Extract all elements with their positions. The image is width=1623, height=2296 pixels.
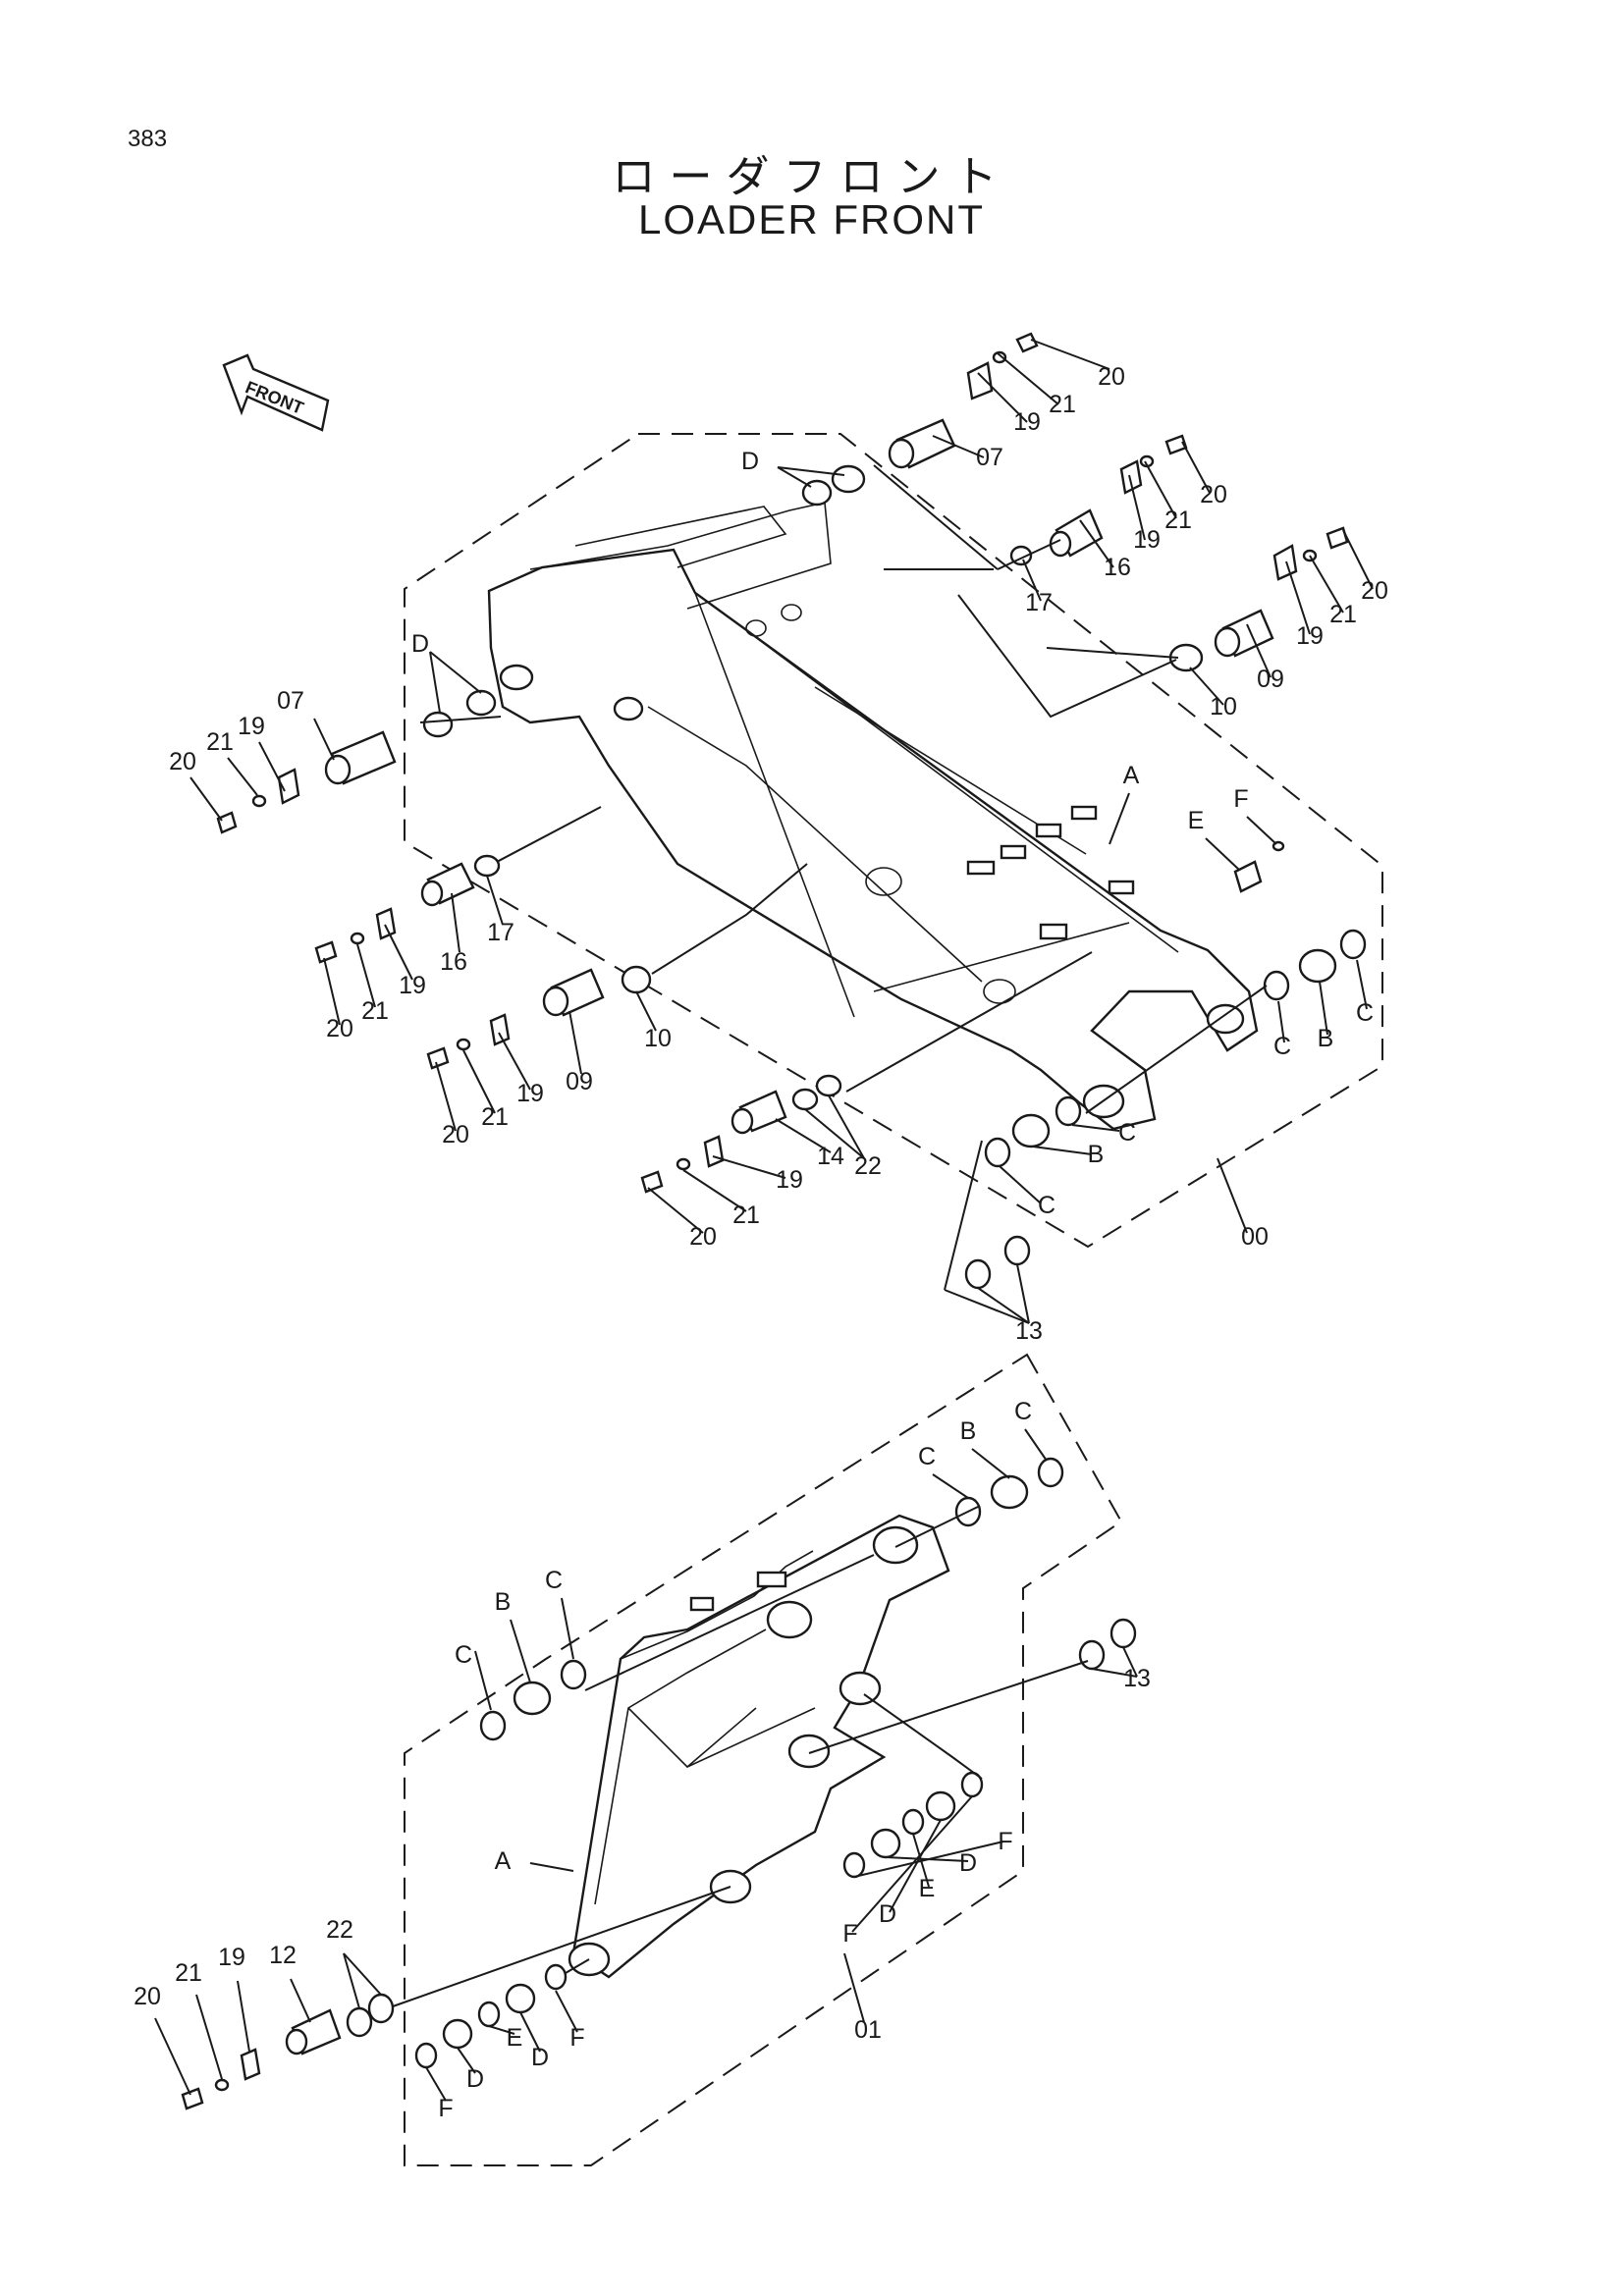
part-label-f: F	[998, 1828, 1012, 1855]
part-label-c: C	[545, 1567, 563, 1594]
part-label-20: 20	[1361, 577, 1388, 605]
part-label-d: D	[531, 2044, 549, 2071]
part-label-a: A	[1123, 762, 1140, 789]
part-label-d: D	[411, 630, 429, 658]
part-label-f: F	[438, 2095, 453, 2122]
part-label-19: 19	[399, 972, 426, 999]
part-label-f: F	[1233, 785, 1248, 813]
assembly-lines	[392, 464, 1268, 2007]
part-label-22: 22	[854, 1152, 882, 1180]
part-label-21: 21	[1049, 391, 1076, 418]
part-label-17: 17	[487, 919, 514, 946]
part-label-21: 21	[1164, 507, 1192, 534]
part-label-f: F	[842, 1920, 857, 1948]
part-label-b: B	[1088, 1141, 1105, 1168]
part-label-16: 16	[1104, 554, 1131, 581]
upper-hardware	[216, 332, 1367, 1290]
part-label-c: C	[1038, 1192, 1055, 1219]
part-label-21: 21	[206, 728, 234, 756]
part-label-d: D	[959, 1849, 977, 1877]
part-label-c: C	[1356, 999, 1374, 1027]
title-japanese: ローダフロント	[612, 153, 1011, 201]
part-label-20: 20	[442, 1121, 469, 1148]
part-label-21: 21	[361, 997, 389, 1025]
part-label-19: 19	[776, 1166, 803, 1194]
part-label-b: B	[495, 1588, 512, 1616]
part-label-20: 20	[1098, 363, 1125, 391]
part-label-e: E	[1188, 807, 1205, 834]
part-label-09: 09	[1257, 666, 1284, 693]
part-label-12: 12	[269, 1942, 297, 1969]
title-english: LOADER FRONT	[637, 196, 986, 242]
part-label-20: 20	[326, 1015, 353, 1042]
part-label-20: 20	[689, 1223, 717, 1251]
assembly-00-outline	[404, 433, 1383, 1249]
part-label-19: 19	[516, 1080, 544, 1107]
part-label-10: 10	[644, 1025, 672, 1052]
part-label-19: 19	[1013, 408, 1041, 436]
part-label-09: 09	[566, 1068, 593, 1095]
part-label-d: D	[466, 2065, 484, 2093]
part-label-13: 13	[1123, 1665, 1151, 1692]
part-label-07: 07	[976, 444, 1003, 471]
part-label-c: C	[455, 1641, 472, 1669]
part-label-13: 13	[1015, 1317, 1043, 1345]
part-label-c: C	[918, 1443, 936, 1470]
part-label-a: A	[495, 1847, 512, 1875]
part-label-17: 17	[1025, 589, 1053, 616]
part-label-19: 19	[218, 1944, 245, 1971]
part-label-16: 16	[440, 948, 467, 976]
part-label-20: 20	[134, 1983, 161, 2010]
lower-hardware	[181, 1457, 1137, 2110]
part-label-19: 19	[1296, 622, 1324, 650]
leader-lines	[154, 339, 1374, 2102]
assembly-01-outline	[404, 1353, 1123, 2166]
part-label-01: 01	[854, 2016, 882, 2044]
part-label-19: 19	[238, 713, 265, 740]
part-label-20: 20	[1200, 481, 1227, 508]
part-label-e: E	[919, 1875, 936, 1902]
part-label-c: C	[1273, 1033, 1291, 1060]
part-label-b: B	[1318, 1025, 1334, 1052]
part-label-d: D	[741, 448, 759, 475]
lower-loader-arm	[568, 1514, 950, 1979]
part-label-e: E	[507, 2024, 523, 2052]
part-label-21: 21	[175, 1959, 202, 1987]
part-label-b: B	[960, 1417, 977, 1445]
part-label-c: C	[1118, 1119, 1136, 1147]
part-label-d: D	[879, 1900, 896, 1928]
part-label-07: 07	[277, 687, 304, 715]
part-label-22: 22	[326, 1916, 353, 1944]
part-label-20: 20	[169, 748, 196, 775]
part-label-10: 10	[1210, 693, 1237, 721]
part-label-f: F	[569, 2024, 584, 2052]
part-label-21: 21	[732, 1201, 760, 1229]
part-label-00: 00	[1241, 1223, 1269, 1251]
part-label-21: 21	[481, 1103, 509, 1131]
part-label-21: 21	[1329, 601, 1357, 628]
upper-loader-arm	[487, 502, 1259, 1131]
part-label-19: 19	[1133, 526, 1161, 554]
part-label-14: 14	[817, 1143, 844, 1170]
front-arrow-icon: FRONT	[222, 353, 330, 432]
part-label-c: C	[1014, 1398, 1032, 1425]
page-number: 383	[128, 126, 168, 152]
